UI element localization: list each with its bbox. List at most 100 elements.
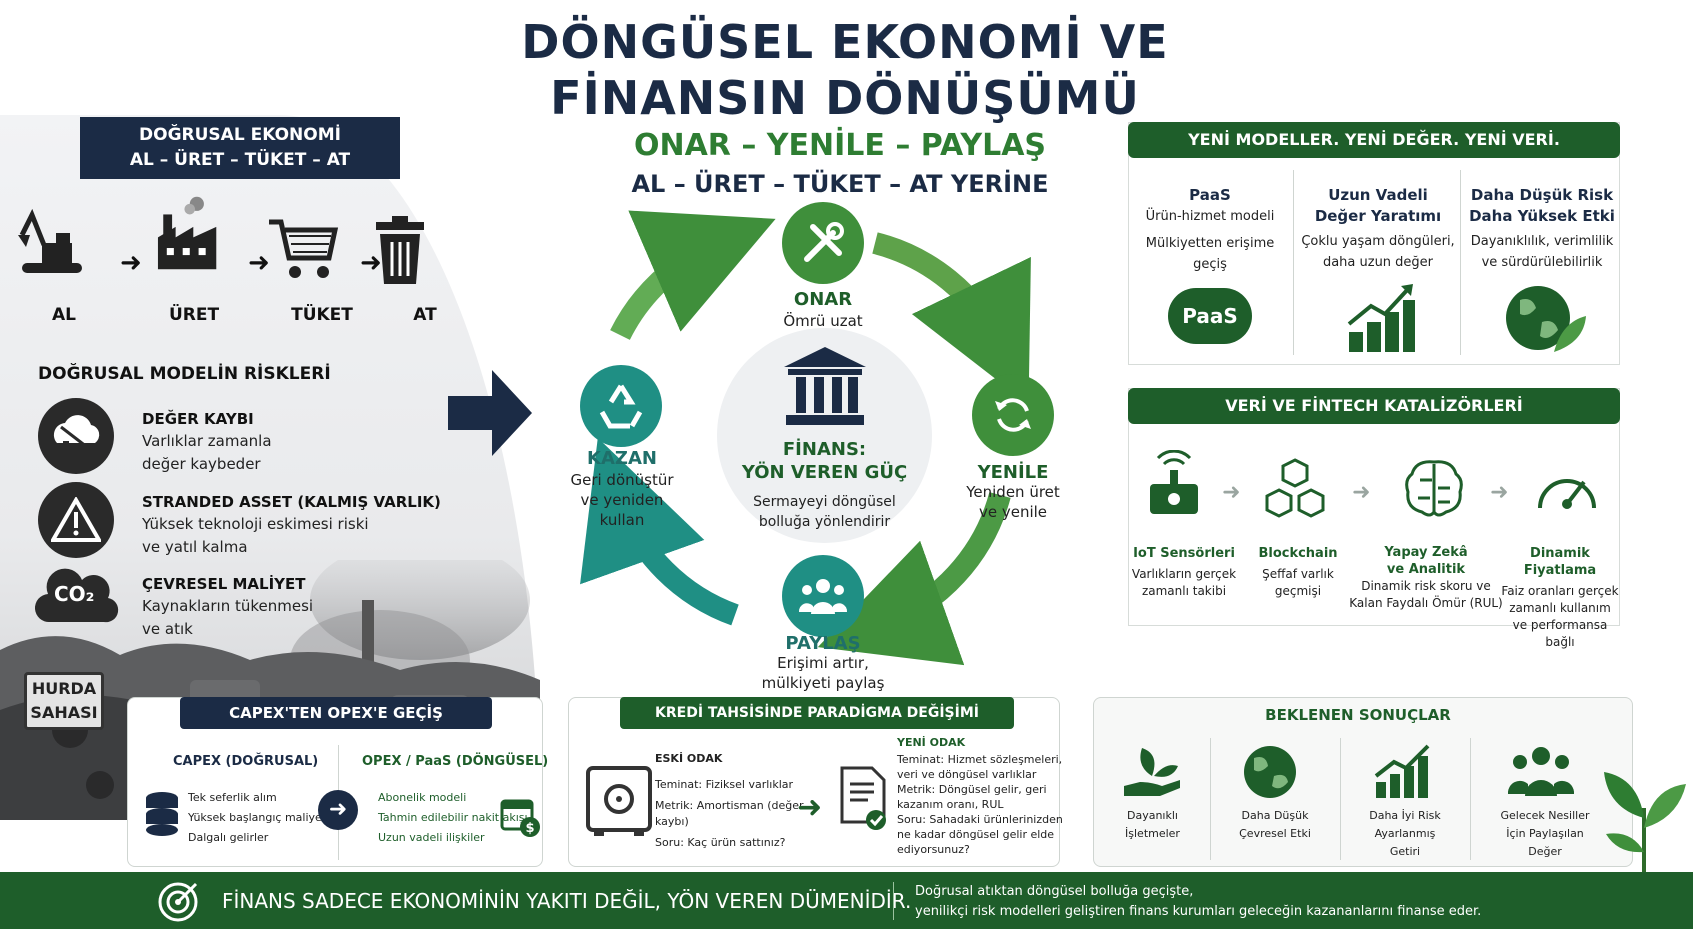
arrow-right-icon: ➜: [318, 790, 358, 830]
node-onar: [782, 202, 864, 284]
cycle-slogan-sub: AL – ÜRET – TÜKET – AT YERİNE: [631, 170, 1049, 198]
column-divider: [1210, 738, 1211, 860]
center-title: FİNANS:YÖN VEREN GÜÇ: [741, 439, 908, 483]
fintech-iot: IoT Sensörleri Varlıkların gerçek zamanl…: [1131, 546, 1237, 598]
flow-arrow: ➜: [1222, 480, 1241, 505]
credit-new-title: YENİ ODAK: [897, 736, 966, 749]
node-kazan: [580, 365, 662, 447]
people-icon: [1508, 747, 1574, 796]
model-lower-risk: Daha Düşük Risk Daha Yüksek Etki Dayanık…: [1469, 186, 1615, 270]
column-divider: [1460, 170, 1461, 355]
node-onar-label: ONAR: [793, 289, 853, 310]
globe-leaf-icon: [1244, 746, 1296, 798]
bank-icon: [784, 347, 866, 425]
cloud-icon: PaaS: [1168, 288, 1252, 344]
step-label-al: AL: [52, 305, 76, 325]
credit-old-title: ESKİ ODAK: [655, 752, 723, 765]
step-arrow: ➜: [120, 248, 142, 278]
fintech-pricing: Dinamik Fiyatlama Faiz oranları gerçek z…: [1501, 546, 1619, 649]
step-label-tuket: TÜKET: [291, 305, 353, 325]
arrow-right-icon: ➜: [797, 790, 823, 825]
gauge-icon: [1538, 479, 1596, 509]
footer-message: FİNANS SADECE EKONOMİNİN YAKITI DEĞİL, Y…: [222, 889, 912, 913]
iot-sensor-icon: [1150, 450, 1198, 514]
recycle-icon: [599, 384, 643, 429]
svg-text:$: $: [525, 821, 534, 836]
fintech-panel: [1128, 388, 1620, 626]
blockchain-icon: [1265, 458, 1325, 518]
coins-icon: [146, 792, 178, 836]
credit-new-list: Teminat: Hizmet sözleşmeleri, veri ve dö…: [897, 753, 1063, 856]
capex-right-title: OPEX / PaaS (DÖNGÜSEL): [362, 754, 549, 769]
growth-chart-icon: [1374, 744, 1430, 798]
capex-heading: CAPEX'TEN OPEX'E GEÇİŞ: [180, 697, 492, 729]
globe-leaf-icon: [1506, 286, 1586, 352]
footer-side-text: Doğrusal atıktan döngüsel bolluğa geçişt…: [915, 884, 1482, 919]
circular-cycle-arrows: [580, 210, 1031, 666]
step-label-at: AT: [413, 305, 437, 325]
node-yenile: [972, 374, 1054, 456]
leaves-icon: [1604, 772, 1686, 872]
capex-right-list: Abonelik modeli Tahmin edilebilir nakit …: [378, 791, 528, 844]
trash-icon: [376, 216, 424, 284]
excavator-icon: [18, 208, 82, 273]
node-paylas: [782, 555, 864, 637]
new-models-heading: YENİ MODELLER. YENİ DEĞER. YENİ VERİ.: [1128, 122, 1620, 158]
tools-icon: [804, 222, 844, 262]
capex-left-list: Tek seferlik alım Yüksek başlangıç maliy…: [188, 791, 330, 844]
growth-chart-icon: [1347, 284, 1415, 352]
brain-icon: [1405, 460, 1463, 517]
column-divider: [1340, 738, 1341, 860]
model-paas: PaaS Ürün-hizmet modeli Mülkiyetten eriş…: [1145, 186, 1275, 272]
credit-heading: KREDİ TAHSİSİNDE PARADİGMA DEĞİŞİMİ: [620, 697, 1014, 729]
cart-icon: [269, 219, 339, 278]
step-arrow: ➜: [248, 248, 270, 278]
node-onar-sub: Ömrü uzat: [783, 312, 863, 330]
model-long-term: Uzun Vadeli Değer Yaratımı Çoklu yaşam d…: [1301, 186, 1455, 270]
flow-arrow: ➜: [1490, 480, 1509, 505]
target-icon: [158, 882, 198, 922]
risk-title: DEĞER KAYBI: [142, 410, 254, 428]
fintech-heading: VERİ VE FİNTECH KATALİZÖRLERİ: [1128, 388, 1620, 424]
node-paylas-sub: Erişimi artır,mülkiyeti paylaş: [761, 654, 885, 692]
column-divider: [1293, 170, 1294, 355]
capex-left-title: CAPEX (DOĞRUSAL): [173, 754, 319, 769]
plant-hand-icon: [1124, 748, 1180, 796]
fintech-blockchain: Blockchain Şeffaf varlık geçmişi: [1258, 546, 1338, 598]
risk-title: STRANDED ASSET (KALMIŞ VARLIK): [142, 493, 441, 511]
refresh-icon: [995, 398, 1031, 432]
node-yenile-label: YENİLE: [977, 462, 1049, 483]
co2-label: CO₂: [54, 582, 95, 606]
value-loss-icon: [38, 398, 114, 474]
transition-arrow-icon: [448, 370, 532, 456]
column-divider: [1470, 738, 1471, 860]
node-paylas-label: PAYLAŞ: [785, 633, 861, 654]
linear-economy-header: DOĞRUSAL EKONOMİ AL – ÜRET – TÜKET – AT: [80, 117, 400, 179]
risk-title: ÇEVRESEL MALİYET: [142, 575, 306, 593]
outcomes-heading: BEKLENEN SONUÇLAR: [1265, 706, 1451, 724]
co2-cloud-icon: [34, 568, 119, 623]
page-title: DÖNGÜSEL EKONOMİ VE FİNANSIN DÖNÜŞÜMÜ: [521, 15, 1169, 125]
fintech-ai: Yapay Zekâ ve Analitik Dinamik risk skor…: [1349, 545, 1503, 610]
step-arrow: ➜: [360, 248, 382, 278]
warning-icon: [38, 482, 114, 558]
step-label-uret: ÜRET: [168, 305, 220, 325]
credit-old-list: Teminat: Fiziksel varlıklar Metrik: Amor…: [655, 778, 804, 849]
flow-arrow: ➜: [1352, 480, 1371, 505]
risks-heading: DOĞRUSAL MODELİN RİSKLERİ: [38, 364, 331, 384]
calendar-money-icon: $: [500, 799, 540, 837]
cycle-slogan: ONAR – YENİLE – PAYLAŞ: [633, 128, 1047, 163]
people-icon: [798, 579, 848, 614]
safe-icon: [586, 766, 652, 836]
